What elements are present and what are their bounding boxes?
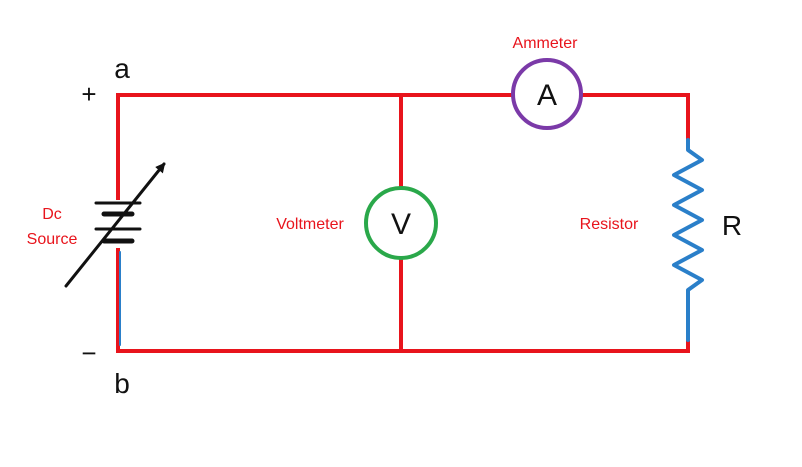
node-b-label: b — [114, 368, 130, 399]
ammeter-symbol: A — [537, 79, 557, 112]
dc-source-label-line2: Source — [27, 231, 78, 248]
voltmeter: V — [364, 186, 438, 260]
positive-sign: + — [81, 79, 96, 109]
dc-source-label-line1: Dc — [42, 206, 62, 223]
negative-sign: − — [81, 338, 96, 368]
voltmeter-symbol: V — [391, 208, 411, 241]
ammeter-ring — [511, 58, 583, 130]
voltmeter-ring — [364, 186, 438, 260]
node-a-label: a — [114, 53, 130, 84]
resistor-label: Resistor — [580, 216, 639, 233]
voltmeter-label: Voltmeter — [276, 216, 344, 233]
wires — [116, 93, 690, 353]
resistor — [119, 138, 704, 346]
variable-arrow — [64, 162, 166, 288]
ammeter: A — [511, 58, 583, 130]
resistor-zigzag — [672, 138, 704, 302]
resistor-symbol: R — [722, 210, 742, 241]
dc-source-symbol — [64, 162, 166, 288]
ammeter-label: Ammeter — [513, 35, 579, 52]
